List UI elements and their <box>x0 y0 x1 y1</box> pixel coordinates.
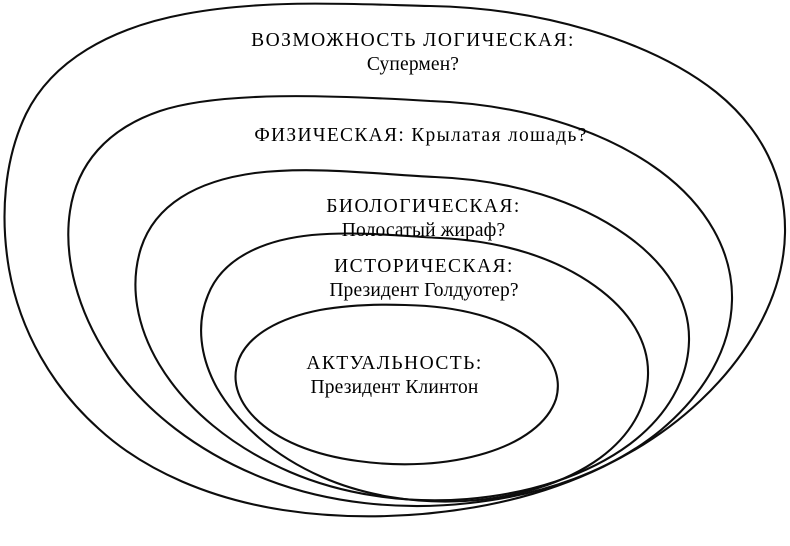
ring-heading-biological: БИОЛОГИЧЕСКАЯ: <box>326 196 521 217</box>
oval-ring-historical <box>200 232 650 503</box>
oval-ring-physical <box>67 95 734 508</box>
ring-heading-logical: ВОЗМОЖНОСТЬ ЛОГИЧЕСКАЯ: <box>251 30 575 51</box>
ring-heading-actuality: АКТУАЛЬНОСТЬ: <box>306 353 483 374</box>
ring-label-historical: ИСТОРИЧЕСКАЯ: Президент Голдуотер? <box>0 256 790 303</box>
oval-ring-logical <box>3 2 787 518</box>
ring-example-historical: Президент Голдуотер? <box>329 279 519 301</box>
ring-example-biological: Полосатый жираф? <box>341 219 506 241</box>
ring-label-actuality: АКТУАЛЬНОСТЬ: Президент Клинтон <box>0 353 790 400</box>
ring-example-logical: Супермен? <box>366 53 460 75</box>
ring-heading-historical: ИСТОРИЧЕСКАЯ: <box>334 256 514 277</box>
ring-label-logical: ВОЗМОЖНОСТЬ ЛОГИЧЕСКАЯ: Супермен? <box>0 30 790 77</box>
ring-heading-physical: ФИЗИЧЕСКАЯ: Крылатая лошадь? <box>254 125 588 146</box>
oval-ring-actuality <box>234 303 559 466</box>
ring-label-physical: ФИЗИЧЕСКАЯ: Крылатая лошадь? <box>0 125 790 148</box>
oval-ring-biological <box>134 169 691 502</box>
ring-label-biological: БИОЛОГИЧЕСКАЯ: Полосатый жираф? <box>0 196 790 243</box>
ring-example-actuality: Президент Клинтон <box>310 376 479 398</box>
